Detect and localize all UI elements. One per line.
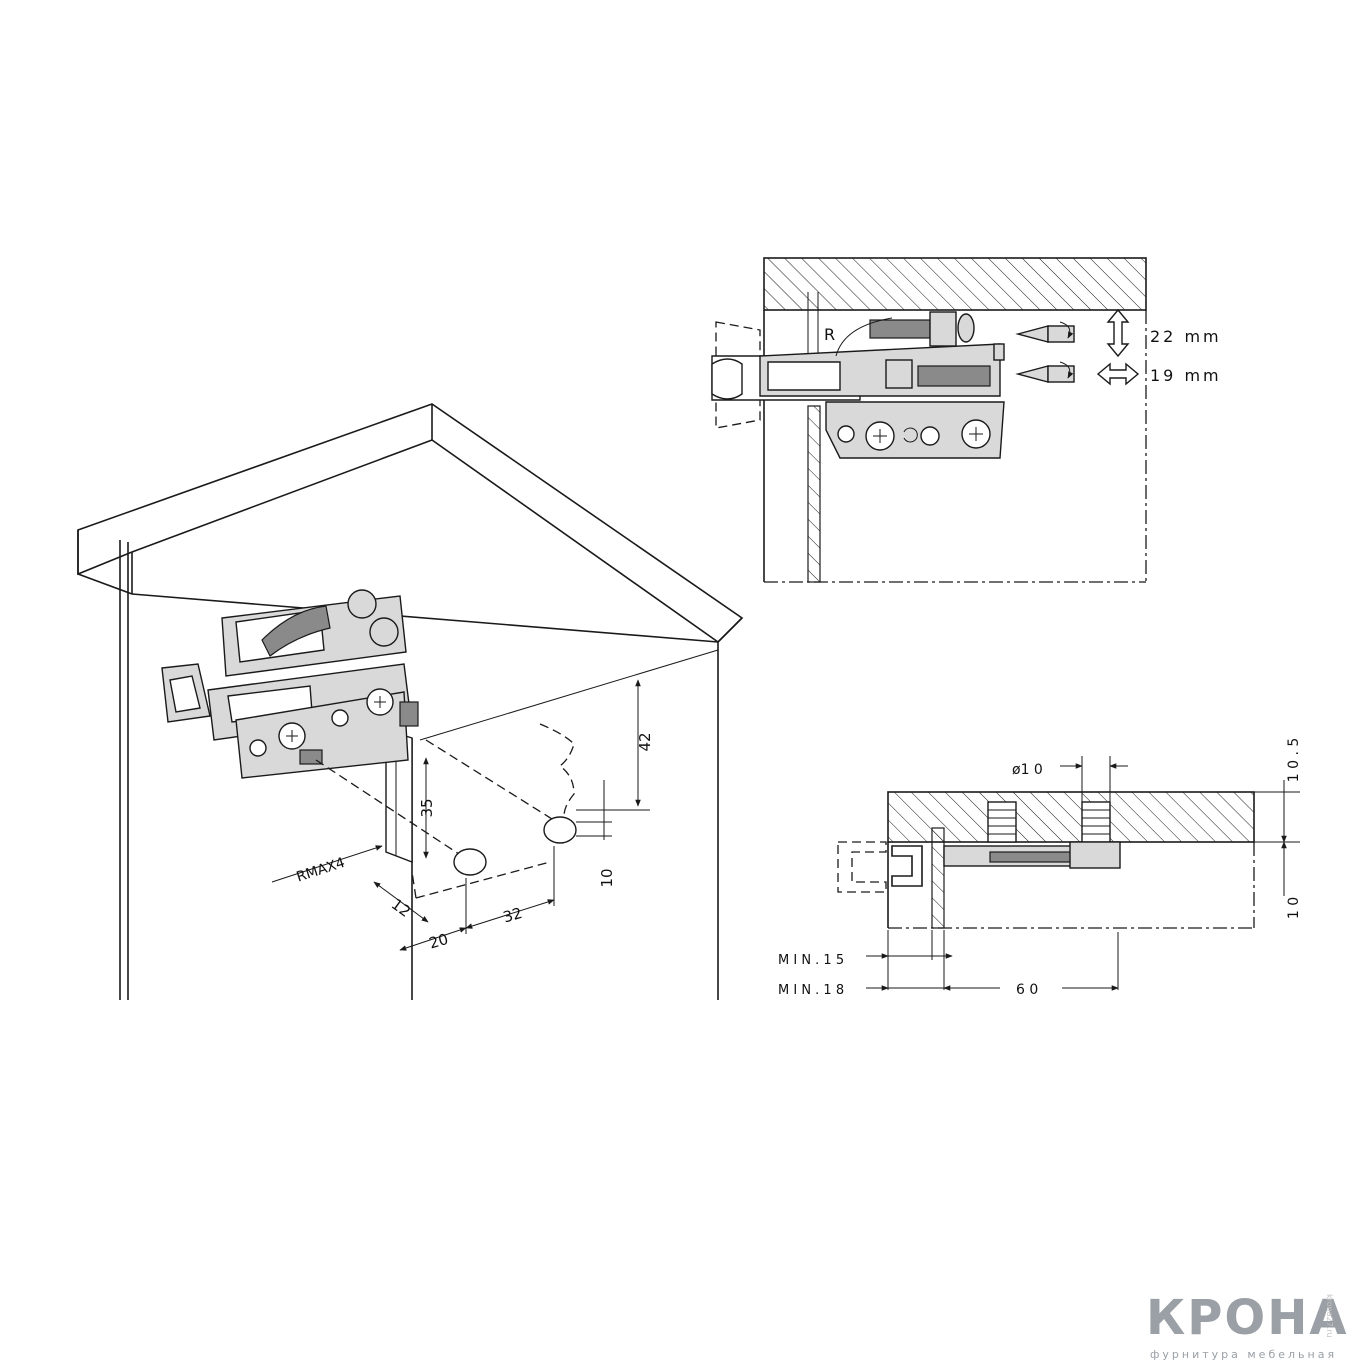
dim-diameter: ø1 0: [1012, 762, 1043, 778]
dim-60: 6 0: [1016, 982, 1038, 998]
dim-min-18: M I N . 1 8: [778, 983, 844, 998]
drill-hole-guides: [315, 723, 577, 899]
screwdriver-icon-upper: [1015, 321, 1075, 343]
top-view-hinge: [711, 311, 1005, 459]
isometric-view: 42 35 10 RMAX4 12 20 32: [77, 403, 744, 1000]
adjust-vertical-value: 22 mm: [1150, 327, 1222, 346]
dim-10-5: 1 0 . 5: [1286, 738, 1302, 783]
adjust-horizontal-arrow-icon: [1096, 362, 1140, 386]
dim-42: 42: [636, 732, 654, 751]
adjust-horizontal-value: 19 mm: [1150, 366, 1222, 385]
dim-35: 35: [418, 798, 436, 817]
section-hatched-door: [931, 827, 945, 929]
iso-dimensions: [271, 679, 650, 951]
screwdriver-icon-lower: [1015, 361, 1075, 383]
brand-tagline: фурнитура мебельная: [1150, 1348, 1338, 1361]
hinge-assembly-iso: [161, 589, 419, 779]
adjust-vertical-arrow-icon: [1106, 308, 1130, 358]
dim-rmax: RMAX4: [295, 855, 347, 886]
drill-hole-right: [543, 816, 577, 844]
dim-12: 12: [388, 895, 414, 921]
dim-32: 32: [501, 904, 524, 927]
cabinet-top-panel: [77, 403, 744, 644]
dim-min-15: M I N . 1 5: [778, 953, 844, 968]
brand-side-text: krona27.ru: [1325, 1294, 1334, 1338]
cabinet-side-walls: [119, 540, 719, 1000]
dim-20: 20: [427, 930, 450, 953]
top-view: R 22 mm 19 mm: [711, 257, 1222, 583]
top-view-hatched-door: [807, 405, 821, 583]
dim-10-iso: 10: [598, 868, 616, 887]
top-view-hatched-panel: [763, 257, 1147, 311]
dim-10-section: 1 0: [1286, 897, 1302, 919]
brand-logo-text: КРОНА: [1146, 1290, 1349, 1346]
section-view: ø1 0 1 0 . 5 1 0 M I N . 1 5 M I N . 1 8…: [778, 738, 1302, 998]
section-hatched-panel: [887, 791, 1255, 843]
label-r: R: [824, 325, 835, 344]
brand-logo: КРОНА фурнитура мебельная krona27.ru: [1146, 1290, 1356, 1361]
drill-hole-left: [453, 848, 487, 876]
